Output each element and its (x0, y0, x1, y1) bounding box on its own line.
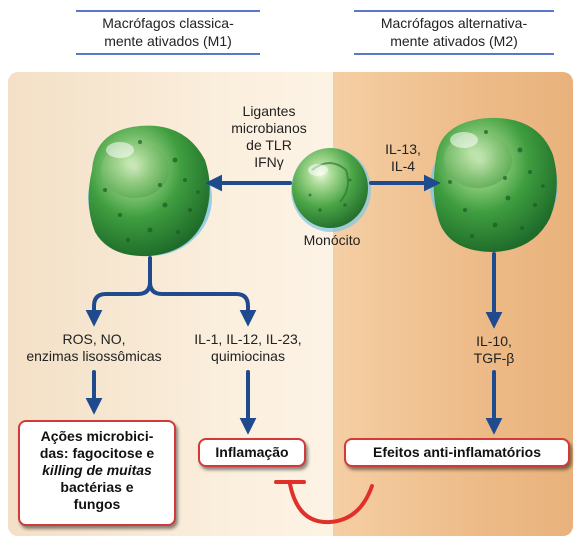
title-m2: Macrófagos alternativa- mente ativados (… (354, 10, 554, 55)
m1-macrophage-cell (88, 125, 212, 257)
label-ros: ROS, NO, enzimas lisossômicas (26, 331, 162, 364)
label-ligands: Ligantes microbianos de TLR IFNγ (231, 103, 307, 170)
label-monocyte: Monócito (303, 232, 361, 248)
box-inflammation: Inflamação (198, 438, 306, 467)
m2-macrophage-cell (430, 117, 558, 252)
monocyte-cell (291, 148, 371, 232)
arrow-m1-branch-right (148, 280, 257, 327)
inhibition-arc (274, 480, 374, 525)
arrow-m1-branch (85, 256, 152, 327)
box-microbicidal-actions: Ações microbici- das: fagocitose e killi… (18, 420, 176, 526)
box-antiinflammatory-effects: Efeitos anti-inflamatórios (344, 438, 570, 467)
title-m1: Macrófagos classica- mente ativados (M1) (76, 10, 260, 55)
label-il13: IL-13, IL-4 (385, 141, 421, 174)
label-il10: IL-10, TGF-β (473, 333, 515, 366)
label-il1: IL-1, IL-12, IL-23, quimiocinas (194, 331, 302, 364)
